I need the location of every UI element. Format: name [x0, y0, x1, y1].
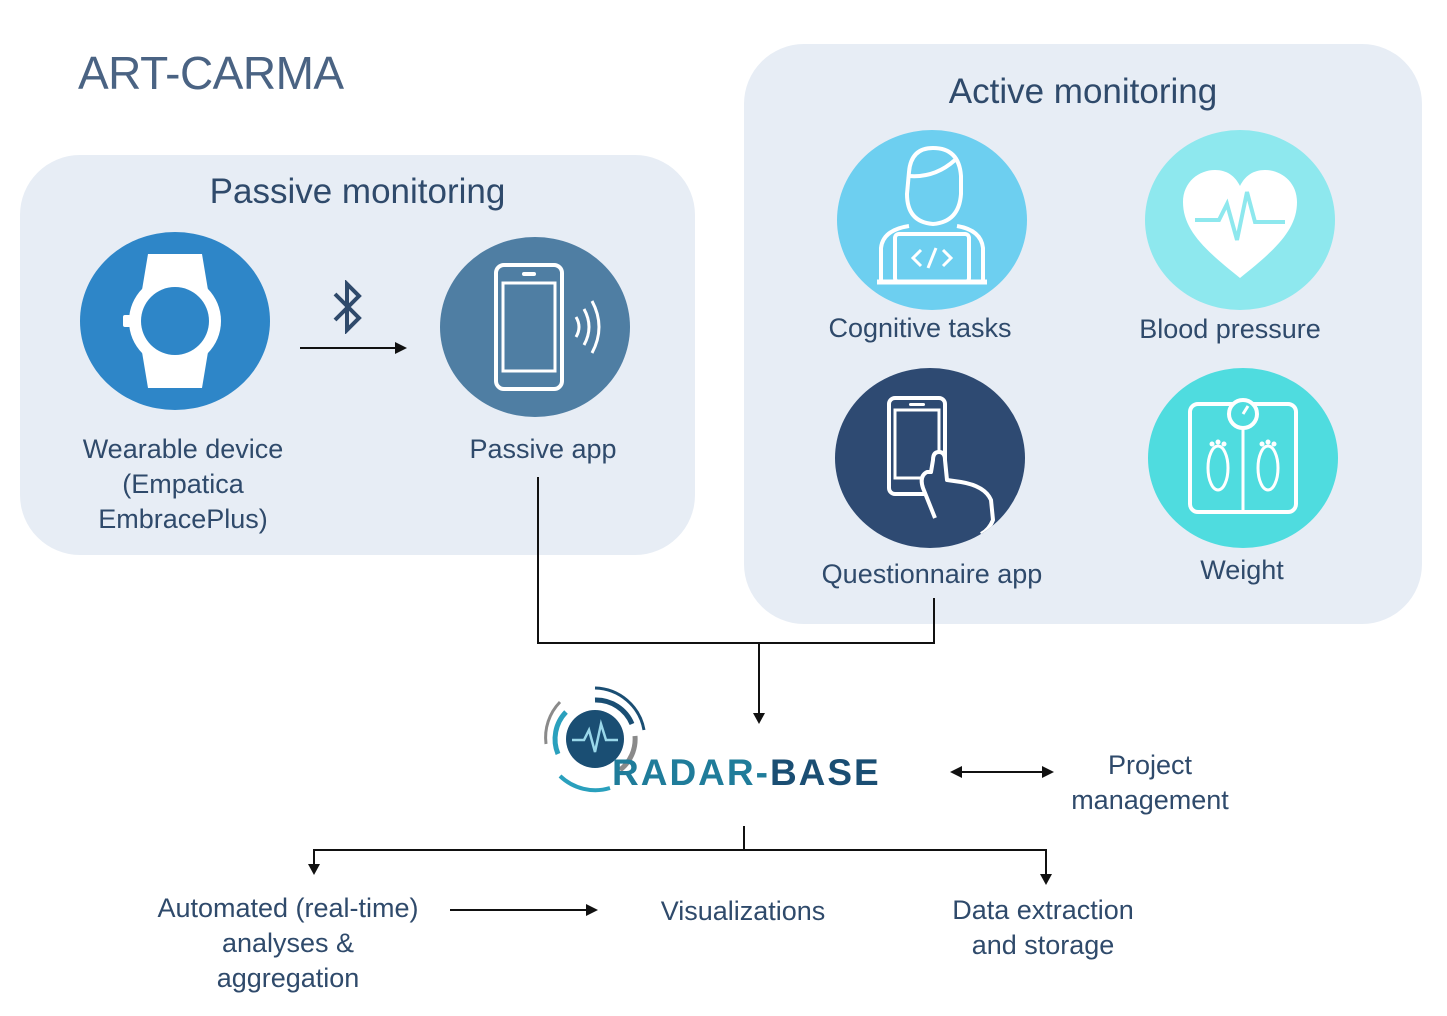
wearable-circle — [80, 232, 270, 410]
logo-text-right: BASE — [769, 752, 881, 793]
automated-line-3: aggregation — [216, 963, 360, 993]
blood-pressure-label: Blood pressure — [1139, 314, 1321, 344]
output-right-drop — [1045, 849, 1047, 875]
bluetooth-icon — [333, 280, 362, 334]
connector-questionnaire-down — [933, 598, 935, 644]
project-arrow-left-head — [950, 766, 962, 778]
weight-circle — [1148, 368, 1338, 548]
logo-text-dash: - — [755, 752, 770, 793]
project-management-line-2: management — [1071, 785, 1229, 815]
person-laptop-icon — [877, 145, 987, 285]
passive-monitoring-title: Passive monitoring — [209, 172, 506, 211]
project-management-line-1: Project — [1107, 750, 1193, 780]
bluetooth-arrow-line — [300, 347, 395, 349]
bluetooth-arrow-head — [395, 342, 407, 354]
active-monitoring-title: Active monitoring — [948, 72, 1218, 111]
connector-passive-down — [537, 477, 539, 643]
heart-pulse-icon — [1183, 170, 1297, 278]
automated-analyses-label: Automated (real-time) analyses & aggrega… — [132, 891, 444, 996]
passive-app-circle — [440, 237, 630, 417]
automated-line-2: analyses & — [221, 928, 355, 958]
wearable-label: Wearable device (Empatica EmbracePlus) — [40, 432, 326, 537]
radar-base-text: RADAR-BASE — [612, 752, 881, 794]
wearable-line-3: EmbracePlus) — [98, 504, 268, 534]
questionnaire-label: Questionnaire app — [821, 559, 1043, 589]
project-management-label: Project management — [1050, 748, 1250, 818]
output-right-head — [1040, 874, 1052, 885]
data-extraction-label: Data extraction and storage — [920, 893, 1166, 963]
weight-label: Weight — [1200, 555, 1284, 585]
page-title: ART-CARMA — [78, 47, 344, 99]
wearable-line-1: Wearable device — [82, 434, 284, 464]
cognitive-circle — [837, 130, 1027, 310]
connector-horizontal — [537, 642, 935, 644]
project-arrow-line — [960, 771, 1042, 773]
output-branch — [313, 849, 1047, 851]
automated-line-1: Automated (real-time) — [157, 893, 419, 923]
visualizations-label: Visualizations — [660, 896, 826, 926]
wearable-line-2: (Empatica — [122, 469, 244, 499]
cognitive-label: Cognitive tasks — [828, 313, 1012, 343]
data-extraction-line-1: Data extraction — [952, 895, 1134, 925]
active-monitoring-panel — [744, 44, 1422, 624]
scale-icon — [1188, 398, 1298, 514]
passive-app-label: Passive app — [469, 434, 617, 464]
connector-to-logo-head — [753, 713, 765, 724]
phone-signal-icon — [494, 263, 601, 391]
phone-touch-icon — [887, 396, 995, 536]
output-left-head — [308, 864, 320, 875]
output-trunk — [743, 826, 745, 851]
connector-to-logo — [758, 643, 760, 714]
logo-text-left: RADAR — [612, 752, 756, 793]
automated-to-visualizations-head — [586, 904, 598, 916]
radar-base-logo — [544, 686, 646, 793]
blood-pressure-circle — [1145, 130, 1335, 310]
automated-to-visualizations-line — [450, 909, 586, 911]
watch-icon — [123, 254, 221, 388]
data-extraction-line-2: and storage — [971, 930, 1115, 960]
output-left-drop — [313, 849, 315, 865]
questionnaire-circle — [835, 368, 1025, 548]
project-arrow-right-head — [1042, 766, 1054, 778]
